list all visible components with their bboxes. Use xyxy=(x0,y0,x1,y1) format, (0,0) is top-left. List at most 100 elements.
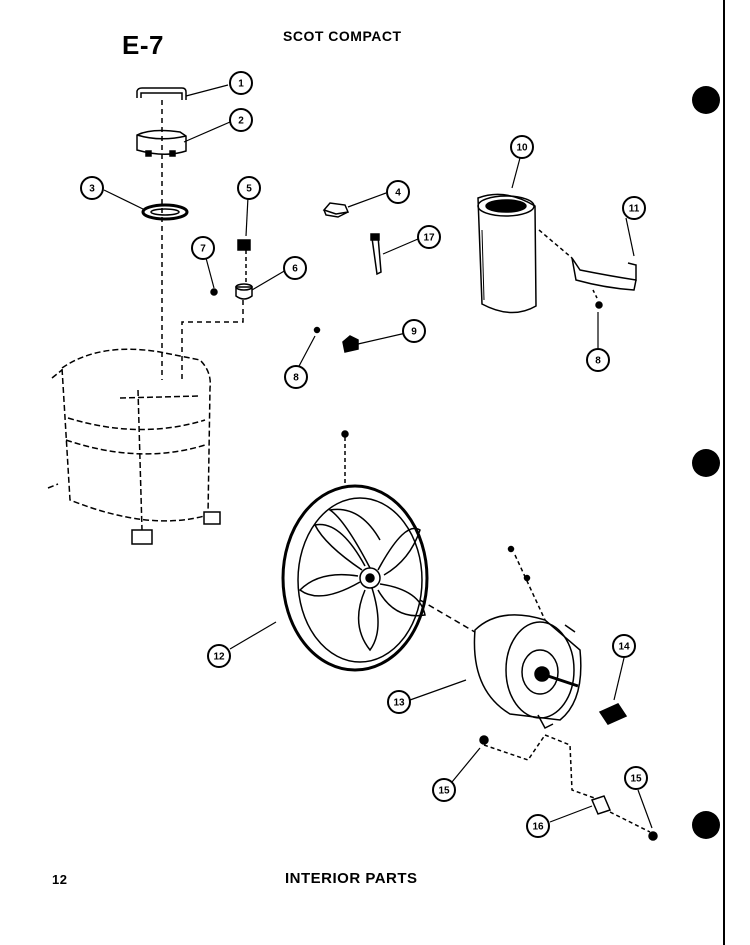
callout-circle xyxy=(386,180,410,204)
callout-4: 4 xyxy=(386,180,410,204)
callout-12: 12 xyxy=(207,644,231,668)
callout-label: 2 xyxy=(238,116,244,127)
callout-label: 8 xyxy=(293,373,299,384)
part-capacitor-strap xyxy=(538,229,637,301)
callout-label: 12 xyxy=(213,652,225,663)
part-motor-plate xyxy=(598,703,628,725)
callout-label: 3 xyxy=(89,184,95,195)
leader-9a xyxy=(357,332,407,345)
part-motor-screw-b xyxy=(523,574,531,582)
callout-3: 3 xyxy=(80,176,104,200)
callout-label: 5 xyxy=(246,184,252,195)
callout-circle xyxy=(229,71,253,95)
callout-8b: 8 xyxy=(586,348,610,372)
leader-15a xyxy=(451,747,481,783)
leader-spacer xyxy=(544,734,601,801)
callout-circle xyxy=(191,236,215,260)
callout-circle xyxy=(229,108,253,132)
leader-4 xyxy=(347,192,387,208)
callout-label: 10 xyxy=(516,143,528,154)
leader-16 xyxy=(549,805,593,823)
callout-label: 9 xyxy=(411,327,417,338)
callout-14: 14 xyxy=(612,634,636,658)
part-grommet-b xyxy=(648,831,658,841)
callout-circle xyxy=(624,766,648,790)
part-spacer xyxy=(590,795,612,815)
compressor-foot-left xyxy=(131,529,153,545)
callout-circle xyxy=(402,319,426,343)
callout-label: 15 xyxy=(630,774,642,785)
callout-5: 5 xyxy=(237,176,261,200)
leader-15b xyxy=(637,789,653,829)
callout-1: 1 xyxy=(229,71,253,95)
callout-label: 14 xyxy=(618,642,630,653)
part-fan-screw xyxy=(341,430,349,438)
callout-17: 17 xyxy=(417,225,441,249)
callout-15a: 15 xyxy=(432,778,456,802)
callout-label: 4 xyxy=(395,188,401,199)
leader-motor-top xyxy=(514,554,546,621)
callout-13: 13 xyxy=(387,690,411,714)
part-small-bracket xyxy=(342,335,359,353)
part-motor-screw-a xyxy=(507,545,515,553)
leader-14 xyxy=(613,657,625,701)
callout-circle xyxy=(432,778,456,802)
callout-circle xyxy=(207,644,231,668)
leader-grommet-a xyxy=(483,734,546,761)
part-nut xyxy=(237,239,251,251)
leader-5 xyxy=(245,196,249,237)
callout-circle xyxy=(80,176,104,200)
compressor-foot-right xyxy=(203,511,221,525)
leader-3 xyxy=(103,189,146,211)
callout-15b: 15 xyxy=(624,766,648,790)
callout-circle xyxy=(283,256,307,280)
part-fan-motor xyxy=(473,614,582,729)
part-compressor xyxy=(47,348,212,531)
page-number: 12 xyxy=(52,872,68,887)
leader-6 xyxy=(251,269,287,291)
binder-hole-top xyxy=(692,86,720,114)
leader-grommet-b xyxy=(609,811,651,833)
binder-hole-bottom xyxy=(692,811,720,839)
part-gasket xyxy=(141,203,189,221)
callout-6: 6 xyxy=(283,256,307,280)
callout-circle xyxy=(387,690,411,714)
part-fan-blade xyxy=(281,437,429,672)
leader-13 xyxy=(409,679,467,701)
callout-9a: 9 xyxy=(402,319,426,343)
part-screw-upper xyxy=(313,326,321,334)
callout-label: 13 xyxy=(393,698,405,709)
part-cable-tie xyxy=(370,233,382,276)
callout-label: 8 xyxy=(595,356,601,367)
part-grommet-a xyxy=(479,735,489,745)
part-wire-clip xyxy=(136,87,187,100)
callout-circle xyxy=(622,196,646,220)
callout-11: 11 xyxy=(622,196,646,220)
section-title: INTERIOR PARTS xyxy=(285,870,418,887)
leader-7 xyxy=(205,257,215,289)
callout-label: 17 xyxy=(423,233,435,244)
callout-circle xyxy=(612,634,636,658)
binder-hole-middle xyxy=(692,449,720,477)
callout-circle xyxy=(417,225,441,249)
callout-label: 16 xyxy=(532,822,544,833)
callout-label: 7 xyxy=(200,244,206,255)
part-capacitor xyxy=(477,193,537,314)
part-screw-strap xyxy=(595,301,603,309)
leader-8a xyxy=(297,335,316,369)
leader-1 xyxy=(185,84,229,97)
page-code: E-7 xyxy=(122,30,164,60)
callout-8a: 8 xyxy=(284,365,308,389)
callout-circle xyxy=(284,365,308,389)
leader-10 xyxy=(511,157,521,189)
callout-label: 6 xyxy=(292,264,298,275)
leader-11 xyxy=(625,217,635,257)
callout-7: 7 xyxy=(191,236,215,260)
leader-12 xyxy=(229,621,277,650)
callout-10: 10 xyxy=(510,135,534,159)
callout-circle xyxy=(526,814,550,838)
callout-circle xyxy=(237,176,261,200)
callout-circle xyxy=(586,348,610,372)
part-terminal-fitting xyxy=(235,283,253,300)
